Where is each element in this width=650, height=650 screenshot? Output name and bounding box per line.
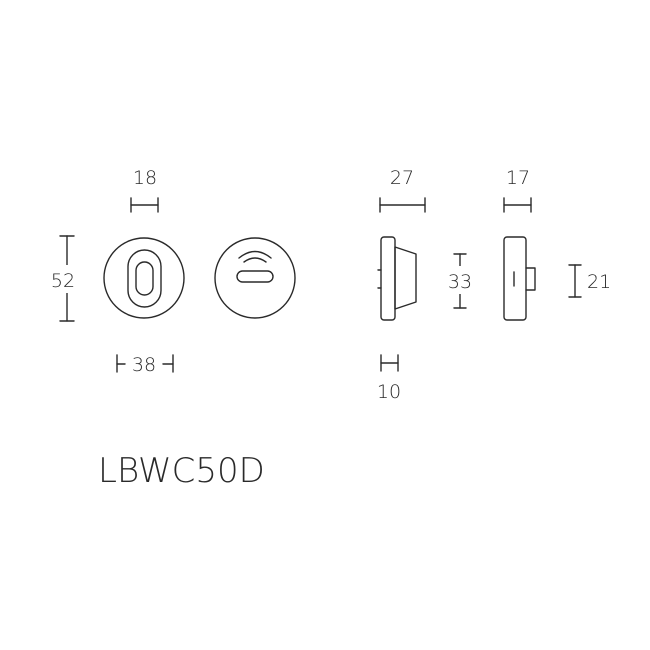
dimension-keyhole-width: 18 [130,167,159,213]
dimension-label-27: 27 [390,167,414,189]
dimension-label-21: 21 [587,271,611,293]
dimension-rose-depth: 10 [377,354,401,403]
dimension-label-10: 10 [377,381,401,403]
front-view-escutcheon [103,237,185,319]
side-indicator-stub [525,267,536,291]
dimension-side-height: 21 [568,264,611,298]
oval-keyhole-outer [127,249,162,308]
indicator-window-arc-inner [243,257,267,263]
dimension-knob-height: 33 [444,253,476,309]
dimension-label-33: 33 [448,271,472,293]
dimension-outer-width: 38 [116,354,174,376]
escutcheon-outer-circle [103,237,185,319]
dimension-label-52: 52 [51,270,75,292]
side-rose-plate [380,236,396,321]
dimension-side-depth: 17 [503,167,532,213]
oval-keyhole-inner [135,261,154,296]
dimension-label-38: 38 [132,354,156,376]
dimension-label-17: 17 [506,167,530,189]
indicator-outer-circle [214,237,296,319]
dimension-outer-height: 52 [50,235,84,322]
model-name: LBWC50D [98,451,265,491]
front-view-indicator [214,237,296,319]
knob-profile [394,246,417,310]
side-view-knob [377,236,417,321]
dimension-label-18: 18 [133,167,157,189]
side-view-indicator [503,236,536,321]
indicator-window-arc [238,250,272,259]
turn-slot [236,270,274,283]
dimension-total-depth: 27 [379,167,426,213]
side-indicator-plate [503,236,527,321]
